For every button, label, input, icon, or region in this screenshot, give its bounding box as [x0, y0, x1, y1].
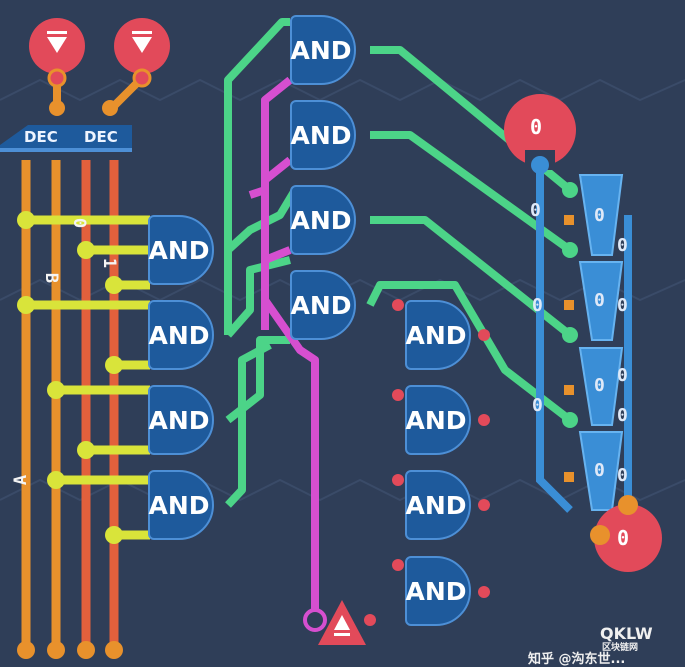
segment-digit-6: 0 — [617, 295, 628, 316]
yellow-junctions — [17, 211, 123, 544]
segment-digit-5: 0 — [594, 290, 605, 311]
display-wires — [536, 165, 632, 513]
and-gate-11[interactable]: AND — [405, 470, 471, 540]
bus-label-a: A — [11, 474, 32, 486]
segment-digit-9: 0 — [532, 395, 543, 416]
segment-digit-11: 0 — [594, 460, 605, 481]
and-gate-4[interactable]: AND — [148, 470, 214, 540]
bottom-display-digit: 0 — [617, 526, 630, 550]
and-gate-2[interactable]: AND — [148, 300, 214, 370]
red-input-pins — [364, 299, 490, 626]
and-gate-3[interactable]: AND — [148, 385, 214, 455]
bus-label-b: B — [41, 272, 62, 284]
and-gate-8[interactable]: AND — [290, 270, 356, 340]
output-node — [303, 600, 366, 645]
display-orange-pins — [564, 215, 574, 482]
bottom-display-circle — [594, 504, 662, 572]
watermark-sub: 区块链网 — [602, 643, 639, 653]
decoder-bar — [0, 125, 132, 152]
and-gate-12[interactable]: AND — [405, 556, 471, 626]
yellow-wires — [26, 215, 150, 540]
segment-digit-1: 0 — [530, 200, 541, 221]
segment-digit-2: 0 — [594, 205, 605, 226]
input-nodes — [29, 18, 170, 116]
segment-digit-7: 0 — [594, 375, 605, 396]
bus-label-0: 0 — [69, 217, 90, 229]
segment-digit-10: 0 — [617, 405, 628, 426]
top-display-circle — [504, 94, 576, 166]
segment-digit-8: 0 — [617, 365, 628, 386]
bottom-display-pin-2 — [590, 525, 610, 545]
decoder-label-2: DEC — [84, 128, 118, 146]
top-display-digit: 0 — [530, 115, 543, 139]
and-gate-1[interactable]: AND — [148, 215, 214, 285]
segment-digit-3: 0 — [617, 235, 628, 256]
display-pins — [562, 182, 578, 428]
top-display-pin — [531, 156, 549, 174]
and-gate-9[interactable]: AND — [405, 300, 471, 370]
decoder-label-1: DEC — [24, 128, 58, 146]
bus-end-pins — [17, 641, 123, 659]
bus-label-1: 1 — [99, 257, 120, 269]
segment-digit-12: 0 — [617, 465, 628, 486]
watermark-credit: 知乎 @沟东世... — [528, 652, 626, 667]
and-gate-5[interactable]: AND — [290, 15, 356, 85]
display-segments — [578, 174, 624, 511]
and-gate-7[interactable]: AND — [290, 185, 356, 255]
green-wires — [224, 18, 573, 508]
segment-digit-4: 0 — [532, 295, 543, 316]
bottom-display-pin — [618, 495, 638, 515]
and-gate-6[interactable]: AND — [290, 100, 356, 170]
watermark-logo: QKLW — [600, 624, 653, 643]
magenta-wires — [248, 76, 319, 620]
and-gate-10[interactable]: AND — [405, 385, 471, 455]
